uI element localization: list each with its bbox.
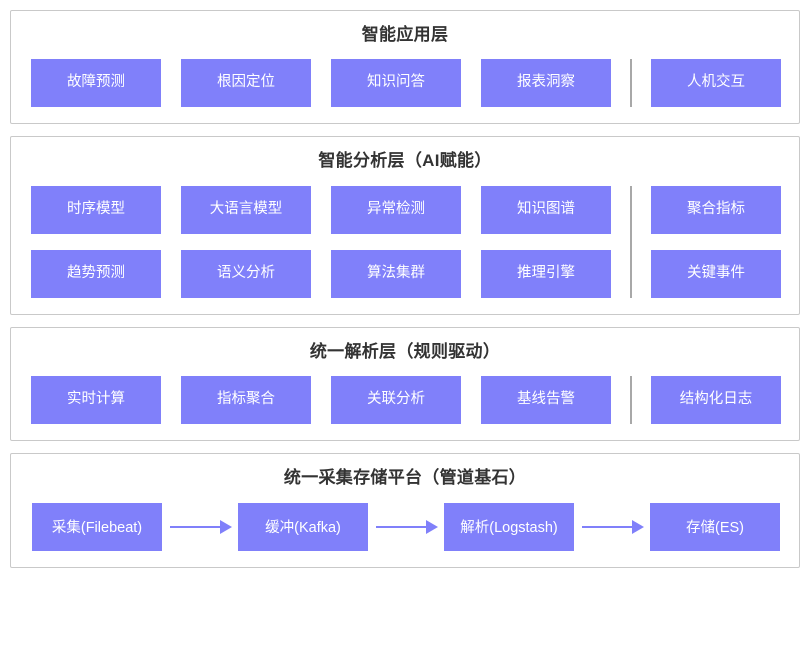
node-metric-aggregation[interactable]: 指标聚合 <box>181 376 311 425</box>
node-group-right: 结构化日志 <box>651 376 781 425</box>
layer-card-intelligent-analysis: 智能分析层（AI赋能） 时序模型 大语言模型 异常检测 知识图谱 趋势预测 语义… <box>10 136 800 315</box>
node-group-left-row2: 趋势预测 语义分析 算法集群 推理引擎 <box>31 249 611 298</box>
layer-card-intelligent-application: 智能应用层 故障预测 根因定位 知识问答 报表洞察 人机交互 <box>10 10 800 125</box>
layer-card-unified-parsing: 统一解析层（规则驱动） 实时计算 指标聚合 关联分析 基线告警 结构化日志 <box>10 326 800 442</box>
node-group-right: 人机交互 <box>651 59 781 108</box>
node-semantic-analysis[interactable]: 语义分析 <box>181 249 311 298</box>
node-knowledge-graph[interactable]: 知识图谱 <box>481 185 611 234</box>
node-group-right-row2: 关键事件 <box>651 249 781 298</box>
node-time-series-model[interactable]: 时序模型 <box>31 185 161 234</box>
layer-title-unified-parsing: 统一解析层（规则驱动） <box>309 341 501 361</box>
node-fault-prediction[interactable]: 故障预测 <box>31 59 161 108</box>
node-knowledge-qa[interactable]: 知识问答 <box>331 59 461 108</box>
node-root-cause-location[interactable]: 根因定位 <box>181 59 311 108</box>
node-group-left: 故障预测 根因定位 知识问答 报表洞察 <box>31 59 611 108</box>
layer-card-unified-collection-storage: 统一采集存储平台（管道基石） 采集(Filebeat) 缓冲(Kafka) 解析… <box>10 453 800 568</box>
node-baseline-alert[interactable]: 基线告警 <box>481 376 611 425</box>
layer-title-intelligent-application: 智能应用层 <box>361 25 449 44</box>
pipeline-arrow-3-icon <box>576 519 648 534</box>
node-group-left-row1: 时序模型 大语言模型 异常检测 知识图谱 <box>31 185 611 234</box>
node-human-machine-interaction[interactable]: 人机交互 <box>651 59 781 108</box>
node-trend-forecast[interactable]: 趋势预测 <box>31 249 161 298</box>
node-report-insight[interactable]: 报表洞察 <box>481 59 611 108</box>
node-realtime-compute[interactable]: 实时计算 <box>31 376 161 425</box>
pipeline-node-storage[interactable]: 存储(ES) <box>650 502 780 551</box>
group-divider-wrap <box>611 59 651 108</box>
group-divider <box>630 185 632 298</box>
group-divider-wrap <box>611 185 651 298</box>
node-group-right-row1: 聚合指标 <box>651 185 781 234</box>
pipeline-node-buffer[interactable]: 缓冲(Kafka) <box>238 502 368 551</box>
node-anomaly-detection[interactable]: 异常检测 <box>331 185 461 234</box>
layer-row: 实时计算 指标聚合 关联分析 基线告警 结构化日志 <box>31 376 781 425</box>
pipeline-arrow-2-icon <box>370 519 442 534</box>
layer-title-unified-collection-storage: 统一采集存储平台（管道基石） <box>283 468 527 488</box>
node-inference-engine[interactable]: 推理引擎 <box>481 249 611 298</box>
pipeline-row: 采集(Filebeat) 缓冲(Kafka) 解析(Logstash) 存储(E… <box>30 502 780 551</box>
node-correlation-analysis[interactable]: 关联分析 <box>331 376 461 425</box>
node-large-language-model[interactable]: 大语言模型 <box>181 185 311 234</box>
node-aggregated-metrics[interactable]: 聚合指标 <box>651 185 781 234</box>
node-algorithm-cluster[interactable]: 算法集群 <box>331 249 461 298</box>
layer-row: 故障预测 根因定位 知识问答 报表洞察 人机交互 <box>31 59 781 108</box>
pipeline-node-collect[interactable]: 采集(Filebeat) <box>32 502 162 551</box>
group-divider-wrap <box>611 376 651 425</box>
node-key-events[interactable]: 关键事件 <box>651 249 781 298</box>
pipeline-node-parse[interactable]: 解析(Logstash) <box>444 502 574 551</box>
group-divider <box>630 376 632 425</box>
node-structured-log[interactable]: 结构化日志 <box>651 376 781 425</box>
group-divider <box>630 59 632 108</box>
layer-rows: 时序模型 大语言模型 异常检测 知识图谱 趋势预测 语义分析 算法集群 推理引擎… <box>31 185 781 298</box>
node-columns-left: 时序模型 大语言模型 异常检测 知识图谱 趋势预测 语义分析 算法集群 推理引擎 <box>31 185 611 298</box>
layer-title-intelligent-analysis: 智能分析层（AI赋能） <box>318 151 492 171</box>
pipeline-arrow-1-icon <box>164 519 236 534</box>
node-group-left: 实时计算 指标聚合 关联分析 基线告警 <box>31 376 611 425</box>
node-columns-right: 聚合指标 关键事件 <box>651 185 781 298</box>
